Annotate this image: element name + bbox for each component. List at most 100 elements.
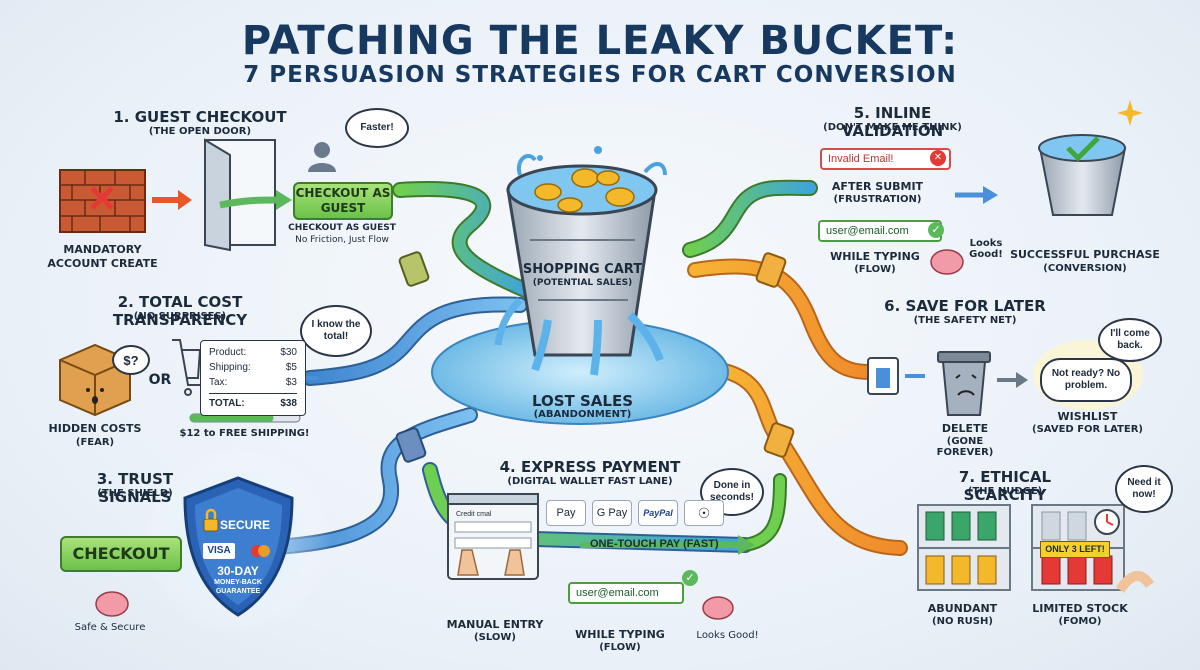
visa-badge: VISA (203, 543, 235, 559)
s2-speech-bubble: I know the total! (300, 305, 372, 357)
brain-icon-s3 (95, 591, 129, 617)
brain-icon-s5 (930, 249, 964, 275)
bucket-sublabel: (POTENTIAL SALES) (532, 278, 633, 288)
stopwatch-icon (1094, 509, 1120, 535)
shield-icon (183, 476, 294, 617)
s6-subtitle: (THE SAFETY NET) (913, 315, 1017, 326)
s1-caption-sub: No Friction, Just Flow (295, 235, 389, 245)
s4-while-typing-sublabel: (FLOW) (599, 642, 641, 653)
puddle-sublabel: (ABANDONMENT) (533, 409, 632, 420)
manual-entry-label: MANUAL ENTRY (446, 618, 544, 631)
one-touch-label: ONE-TOUCH PAY (FAST) (590, 538, 719, 550)
s4-email-field[interactable]: user@email.com (568, 582, 684, 604)
s2-or-label: OR (148, 372, 172, 388)
pipe-clamps (395, 251, 795, 463)
wallet-buttons: Pay G Pay PayPal ☉ (546, 500, 724, 526)
wishlist-sublabel: (SAVED FOR LATER) (1032, 424, 1143, 435)
s7-subtitle: (THE NUDGE) (967, 486, 1043, 497)
main-subtitle: 7 PERSUASION STRATEGIES FOR CART CONVERS… (243, 62, 957, 88)
mandatory-account-label: MANDATORY ACCOUNT CREATE (47, 243, 158, 270)
mastercard-icon (251, 545, 270, 557)
free-shipping-label: $12 to FREE SHIPPING! (179, 428, 310, 439)
main-title: PATCHING THE LEAKY BUCKET: (241, 18, 959, 64)
delete-label: DELETE (941, 422, 989, 435)
receipt-row-tax: Tax:$3 (209, 377, 297, 388)
wishlist-cloud: Not ready? No problem. (1040, 358, 1132, 402)
manual-entry-sublabel: (SLOW) (474, 632, 516, 643)
trash-can-icon (937, 351, 991, 416)
s3-title: 3. TRUST SIGNALS (96, 470, 174, 506)
s4-subtitle: (DIGITAL WALLET FAST LANE) (507, 476, 673, 487)
successful-purchase-sublabel: (CONVERSION) (1043, 263, 1127, 274)
hidden-costs-sublabel: (FEAR) (75, 437, 115, 448)
s4-check-icon: ✓ (682, 570, 698, 586)
s3-subtitle: (THE SHIELD) (97, 488, 173, 499)
brain-icon-s4 (702, 596, 734, 620)
checkout-button[interactable]: CHECKOUT (60, 536, 182, 572)
fingerprint-icon[interactable]: ☉ (684, 500, 724, 526)
cost-receipt: Product:$30 Shipping:$5 Tax:$3 TOTAL:$38 (200, 340, 306, 416)
receipt-row-product: Product:$30 (209, 347, 297, 358)
error-x-icon: ✕ (930, 150, 946, 166)
pipe-s7 (712, 362, 908, 556)
milk-carton-icon (867, 357, 899, 395)
s1-speech-bubble: Faster! (345, 108, 409, 148)
s5-email-field[interactable]: user@email.com (818, 220, 942, 242)
s4-while-typing-label: WHILE TYPING (575, 628, 665, 641)
hand-icon (1115, 571, 1155, 593)
puddle-label: LOST SALES (531, 392, 634, 410)
s6-speech-bubble: I'll come back. (1098, 318, 1162, 362)
s6-title: 6. SAVE FOR LATER (884, 297, 1046, 315)
safe-secure-caption: Safe & Secure (74, 622, 146, 633)
successful-purchase-label: SUCCESSFUL PURCHASE (1010, 248, 1160, 261)
s1-subtitle: (THE OPEN DOOR) (148, 126, 252, 137)
full-bucket-icon (1038, 134, 1127, 216)
shopping-cart-icon (172, 339, 202, 396)
after-submit-sublabel: (FRUSTRATION) (833, 194, 922, 205)
open-door-icon (204, 138, 292, 252)
s5-title: 5. INLINE VALIDATION (841, 104, 944, 140)
s5-subtitle: (DON'T MAKE ME THINK) (823, 122, 962, 133)
google-pay-button[interactable]: G Pay (592, 500, 632, 526)
paypal-button[interactable]: PayPal (638, 500, 678, 526)
s5-while-typing-label: WHILE TYPING (830, 250, 920, 263)
hidden-cost-bubble: $? (112, 345, 150, 375)
padlock-icon (203, 508, 219, 532)
hidden-costs-label: HIDDEN COSTS (48, 422, 142, 435)
after-submit-label: AFTER SUBMIT (831, 180, 924, 193)
money-back-label: MONEY-BACK GUARANTEE (214, 579, 262, 595)
typing-hands-icon (457, 549, 525, 576)
only-3-left-badge: ONLY 3 LEFT! (1040, 541, 1110, 558)
free-shipping-progress-fill (190, 414, 274, 422)
delete-sublabel: (GONE FOREVER) (936, 436, 994, 458)
receipt-row-shipping: Shipping:$5 (209, 362, 297, 373)
shopping-cart-bucket (494, 146, 667, 376)
limited-stock-sublabel: (FOMO) (1058, 616, 1102, 627)
s5-check-icon: ✓ (928, 222, 944, 238)
wishlist-label: WISHLIST (1057, 410, 1118, 423)
credit-form-label: Credit cmal (456, 511, 492, 518)
checkout-as-guest-button[interactable]: CHECKOUT AS GUEST (293, 182, 393, 220)
abundant-shelf (917, 504, 1011, 591)
receipt-row-total: TOTAL:$38 (209, 393, 297, 411)
brick-wall-icon (59, 169, 146, 233)
s5-looks-good: Looks Good! (969, 238, 1003, 260)
limited-stock-label: LIMITED STOCK (1032, 602, 1128, 615)
invalid-email-field[interactable]: Invalid Email! (820, 148, 951, 170)
s4-looks-good: Looks Good! (696, 630, 759, 641)
user-icon (308, 142, 336, 172)
apple-pay-button[interactable]: Pay (546, 500, 586, 526)
s7-speech-bubble: Need it now! (1115, 465, 1173, 513)
abundant-sublabel: (NO RUSH) (932, 616, 993, 627)
bucket-label: SHOPPING CART (522, 262, 643, 277)
s7-title: 7. ETHICAL SCARCITY (958, 468, 1052, 504)
s1-caption: CHECKOUT AS GUEST (288, 223, 396, 233)
s4-title: 4. EXPRESS PAYMENT (499, 458, 681, 476)
secure-label: SECURE (220, 518, 271, 532)
s5-while-typing-sublabel: (FLOW) (854, 264, 896, 275)
s1-title: 1. GUEST CHECKOUT (113, 108, 287, 126)
s2-subtitle: (NO SURPRISES) (133, 311, 227, 322)
abundant-label: ABUNDANT (927, 602, 998, 615)
thirty-day-label: 30-DAY (217, 564, 259, 578)
